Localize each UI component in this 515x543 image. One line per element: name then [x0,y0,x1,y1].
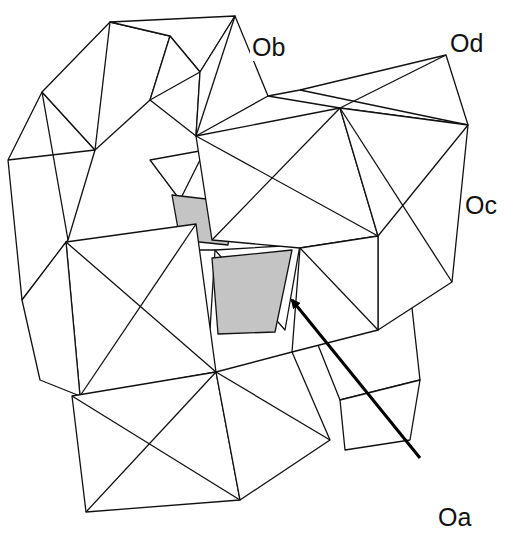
oxygen-label: Od [448,30,485,57]
oxygen-label: Oa [436,504,473,531]
oxygen-label: Ob [250,34,287,61]
oxygen-label: Oc [463,192,499,219]
